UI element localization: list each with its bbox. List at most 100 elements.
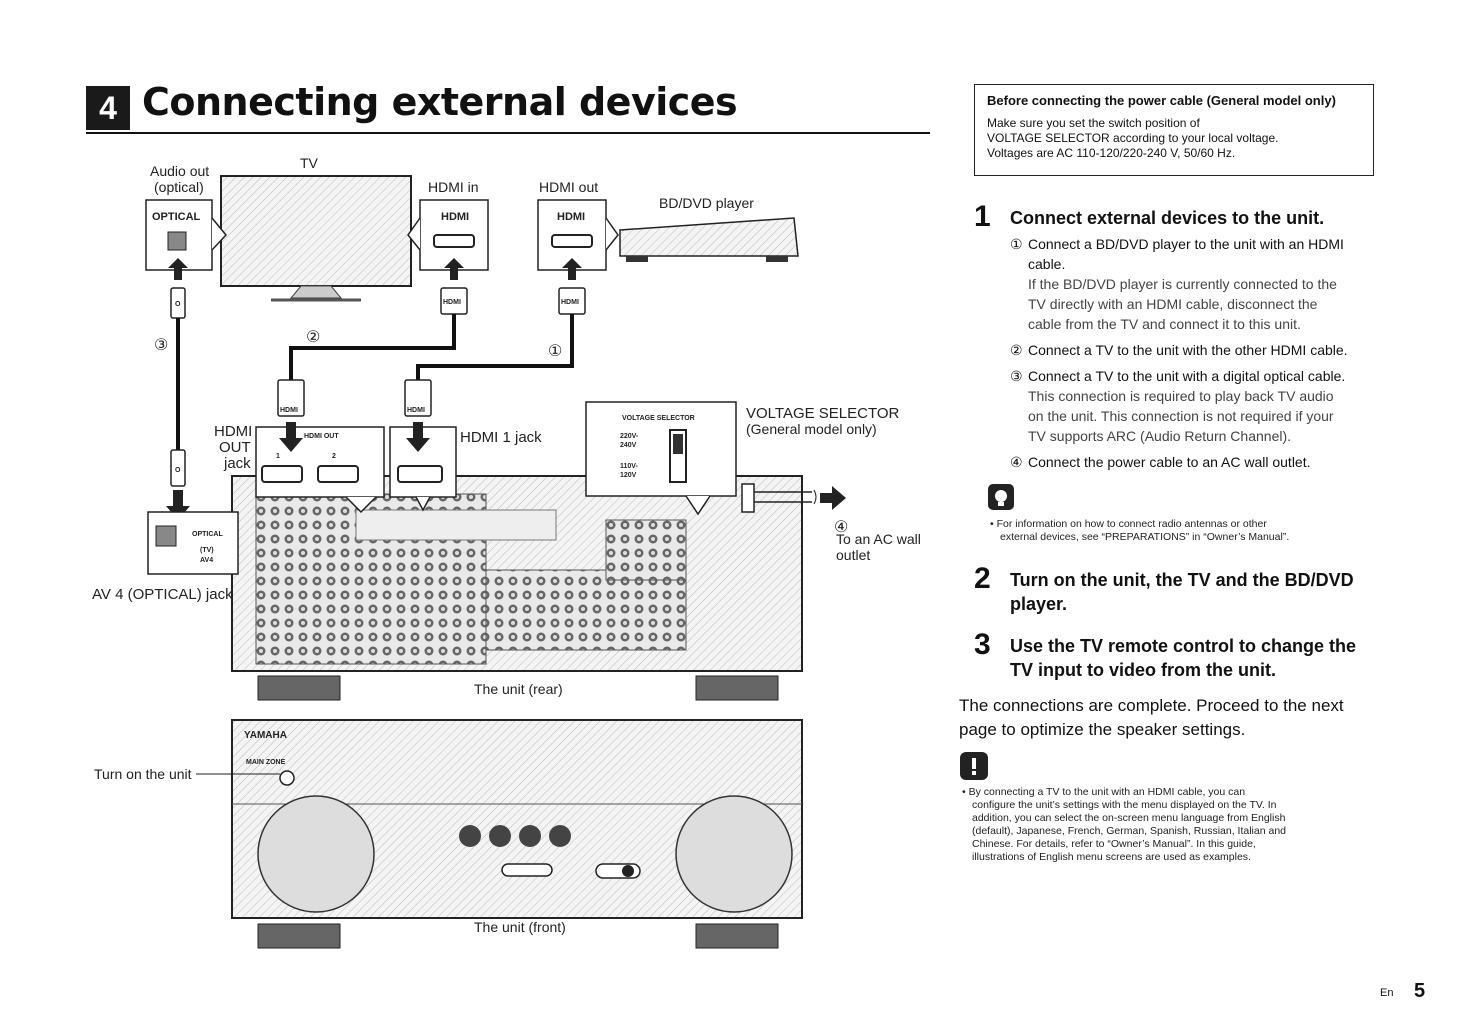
jack-2-label: 2 <box>332 453 336 460</box>
hdmi-in-label: HDMI in <box>428 179 479 195</box>
caution-line: Chinese. For details, refer to “Owner’s … <box>972 838 1256 850</box>
hdmi-cable-1 <box>416 314 574 380</box>
to-ac-wall-label: To an AC wall <box>836 531 921 547</box>
item-detail: on the unit. This connection is not requ… <box>1028 408 1334 424</box>
arrow-up-player-hdmi-icon <box>562 258 582 280</box>
av4-small-label: AV4 <box>200 557 213 564</box>
main-zone-label: MAIN ZONE <box>246 759 286 766</box>
caution-line: configure the unit’s settings with the m… <box>972 799 1277 811</box>
unit-front-illustration <box>231 719 803 949</box>
title-divider <box>86 132 930 134</box>
step-1-heading: Connect external devices to the unit. <box>1010 208 1325 228</box>
hdmi-out-small-label: HDMI OUT <box>304 433 339 440</box>
hdmi-cable-2 <box>289 314 456 380</box>
item-text: Connect a TV to the unit with a digital … <box>1028 368 1346 384</box>
power-marker-4: ④ <box>834 519 848 536</box>
unit-rear-label: The unit (rear) <box>474 681 563 697</box>
voltage-panel-title: VOLTAGE SELECTOR <box>622 415 695 422</box>
page-number: 5 <box>1414 980 1426 1002</box>
notice-title: Before connecting the power cable (Gener… <box>987 93 1336 108</box>
hdmi-out-jack-label-1: HDMI <box>214 423 252 440</box>
arrow-down-hdmi-out-icon <box>279 422 303 452</box>
optical-plug-bottom-label: O <box>175 467 181 474</box>
bd-dvd-player-label: BD/DVD player <box>659 195 754 211</box>
connection-diagram: TV Audio out (optical) HDMI in HDMI out … <box>92 155 921 949</box>
caution-line: addition, you can select the on-screen m… <box>972 812 1286 824</box>
tv-hdmi-port-callout: HDMI <box>407 199 489 271</box>
unit-front-label: The unit (front) <box>474 919 566 935</box>
item-marker: ② <box>1010 342 1023 358</box>
unit-rear-illustration <box>231 475 803 701</box>
player-hdmi-port-callout: HDMI <box>537 199 619 271</box>
hint-line: external devices, see “PREPARATIONS” in … <box>1000 531 1290 543</box>
step-2-number: 2 <box>974 562 991 595</box>
hdmi-1-jack-callout <box>389 426 457 512</box>
notice-line: VOLTAGE SELECTOR according to your local… <box>987 131 1279 145</box>
hint-icon <box>988 484 1014 510</box>
step-3-heading-line: TV input to video from the unit. <box>1010 660 1276 680</box>
cable-marker-3: ③ <box>154 337 168 354</box>
voltage-selector-callout: VOLTAGE SELECTOR 220V- 240V 110V- 120V <box>585 401 737 516</box>
item-marker: ① <box>1010 236 1023 252</box>
player-hdmi-port-label: HDMI <box>557 211 585 223</box>
item-text: cable. <box>1028 256 1066 272</box>
power-cable <box>741 483 817 513</box>
unit-hdmi-plug-2-label: HDMI <box>280 407 298 414</box>
caution-line: • By connecting a TV to the unit with an… <box>962 786 1246 798</box>
step-3-heading-line: Use the TV remote control to change the <box>1010 636 1357 656</box>
caution-note: • By connecting a TV to the unit with an… <box>962 786 1382 864</box>
closing-line: The connections are complete. Proceed to… <box>959 696 1344 715</box>
hdmi-out-jack-label-3: jack <box>223 455 251 472</box>
voltage-120-label: 120V <box>620 472 637 479</box>
notice-line: Voltages are AC 110-120/220-240 V, 50/60… <box>987 146 1236 160</box>
step-1-item-2: ② Connect a TV to the unit with the other… <box>1010 340 1380 360</box>
caution-line: illustrations of English menu screens ar… <box>972 851 1251 863</box>
step-1-number: 1 <box>974 200 991 233</box>
av4-optical-jack-callout: OPTICAL (TV) AV4 <box>147 511 239 575</box>
item-detail: cable from the TV and connect it to this… <box>1028 316 1301 332</box>
cable-marker-2: ② <box>306 329 320 346</box>
tv-optical-port-callout: OPTICAL <box>145 199 227 271</box>
optical-small-label: OPTICAL <box>192 531 223 538</box>
hdmi-out-label: HDMI out <box>539 179 598 195</box>
hint-line: • For information on how to connect radi… <box>990 518 1267 530</box>
turn-on-unit-label: Turn on the unit <box>94 766 192 782</box>
jack-1-label: 1 <box>276 453 280 460</box>
item-marker: ③ <box>1010 368 1023 384</box>
optical-plug-bottom <box>170 449 186 487</box>
yamaha-logo: YAMAHA <box>244 730 287 741</box>
item-text: Connect the power cable to an AC wall ou… <box>1028 454 1311 470</box>
item-detail: This connection is required to play back… <box>1028 388 1334 404</box>
step-1-item-1: ① Connect a BD/DVD player to the unit wit… <box>1010 234 1380 334</box>
tv-small-label: (TV) <box>200 547 214 554</box>
optical-paren-label: (optical) <box>154 179 204 195</box>
hdmi-1-jack-label: HDMI 1 jack <box>460 429 542 446</box>
tv-illustration <box>220 175 412 302</box>
closing-text: The connections are complete. Proceed to… <box>959 694 1379 742</box>
closing-line: page to optimize the speaker settings. <box>959 720 1246 739</box>
step-1-item-3: ③ Connect a TV to the unit with a digital… <box>1010 366 1380 446</box>
audio-out-label: Audio out <box>150 163 209 179</box>
voltage-220-label: 220V- <box>620 433 639 440</box>
cables <box>176 314 574 450</box>
voltage-240-label: 240V <box>620 442 637 449</box>
outlet-label: outlet <box>836 547 870 563</box>
tv-hdmi-port-label: HDMI <box>441 211 469 223</box>
general-model-only-label: (General model only) <box>746 421 877 437</box>
item-detail: TV supports ARC (Audio Return Channel). <box>1028 428 1292 444</box>
optical-plug-top-label: O <box>175 301 181 308</box>
tv-label: TV <box>300 155 319 171</box>
cable-marker-1: ① <box>548 343 562 360</box>
caution-icon <box>960 752 988 780</box>
arrow-up-optical-icon <box>168 258 188 280</box>
notice-line: Make sure you set the switch position of <box>987 116 1200 130</box>
item-detail: If the BD/DVD player is currently connec… <box>1028 276 1337 292</box>
notice-body: Make sure you set the switch position of… <box>987 116 1361 161</box>
player-hdmi-plug-label: HDMI <box>561 299 579 306</box>
hdmi-out-jack-label-2: OUT <box>219 439 251 456</box>
arrow-right-power-icon <box>820 486 846 510</box>
item-text: Connect a BD/DVD player to the unit with… <box>1028 236 1344 252</box>
caution-line: (default), Japanese, French, German, Spa… <box>972 825 1287 837</box>
item-text: Connect a TV to the unit with the other … <box>1028 342 1348 358</box>
